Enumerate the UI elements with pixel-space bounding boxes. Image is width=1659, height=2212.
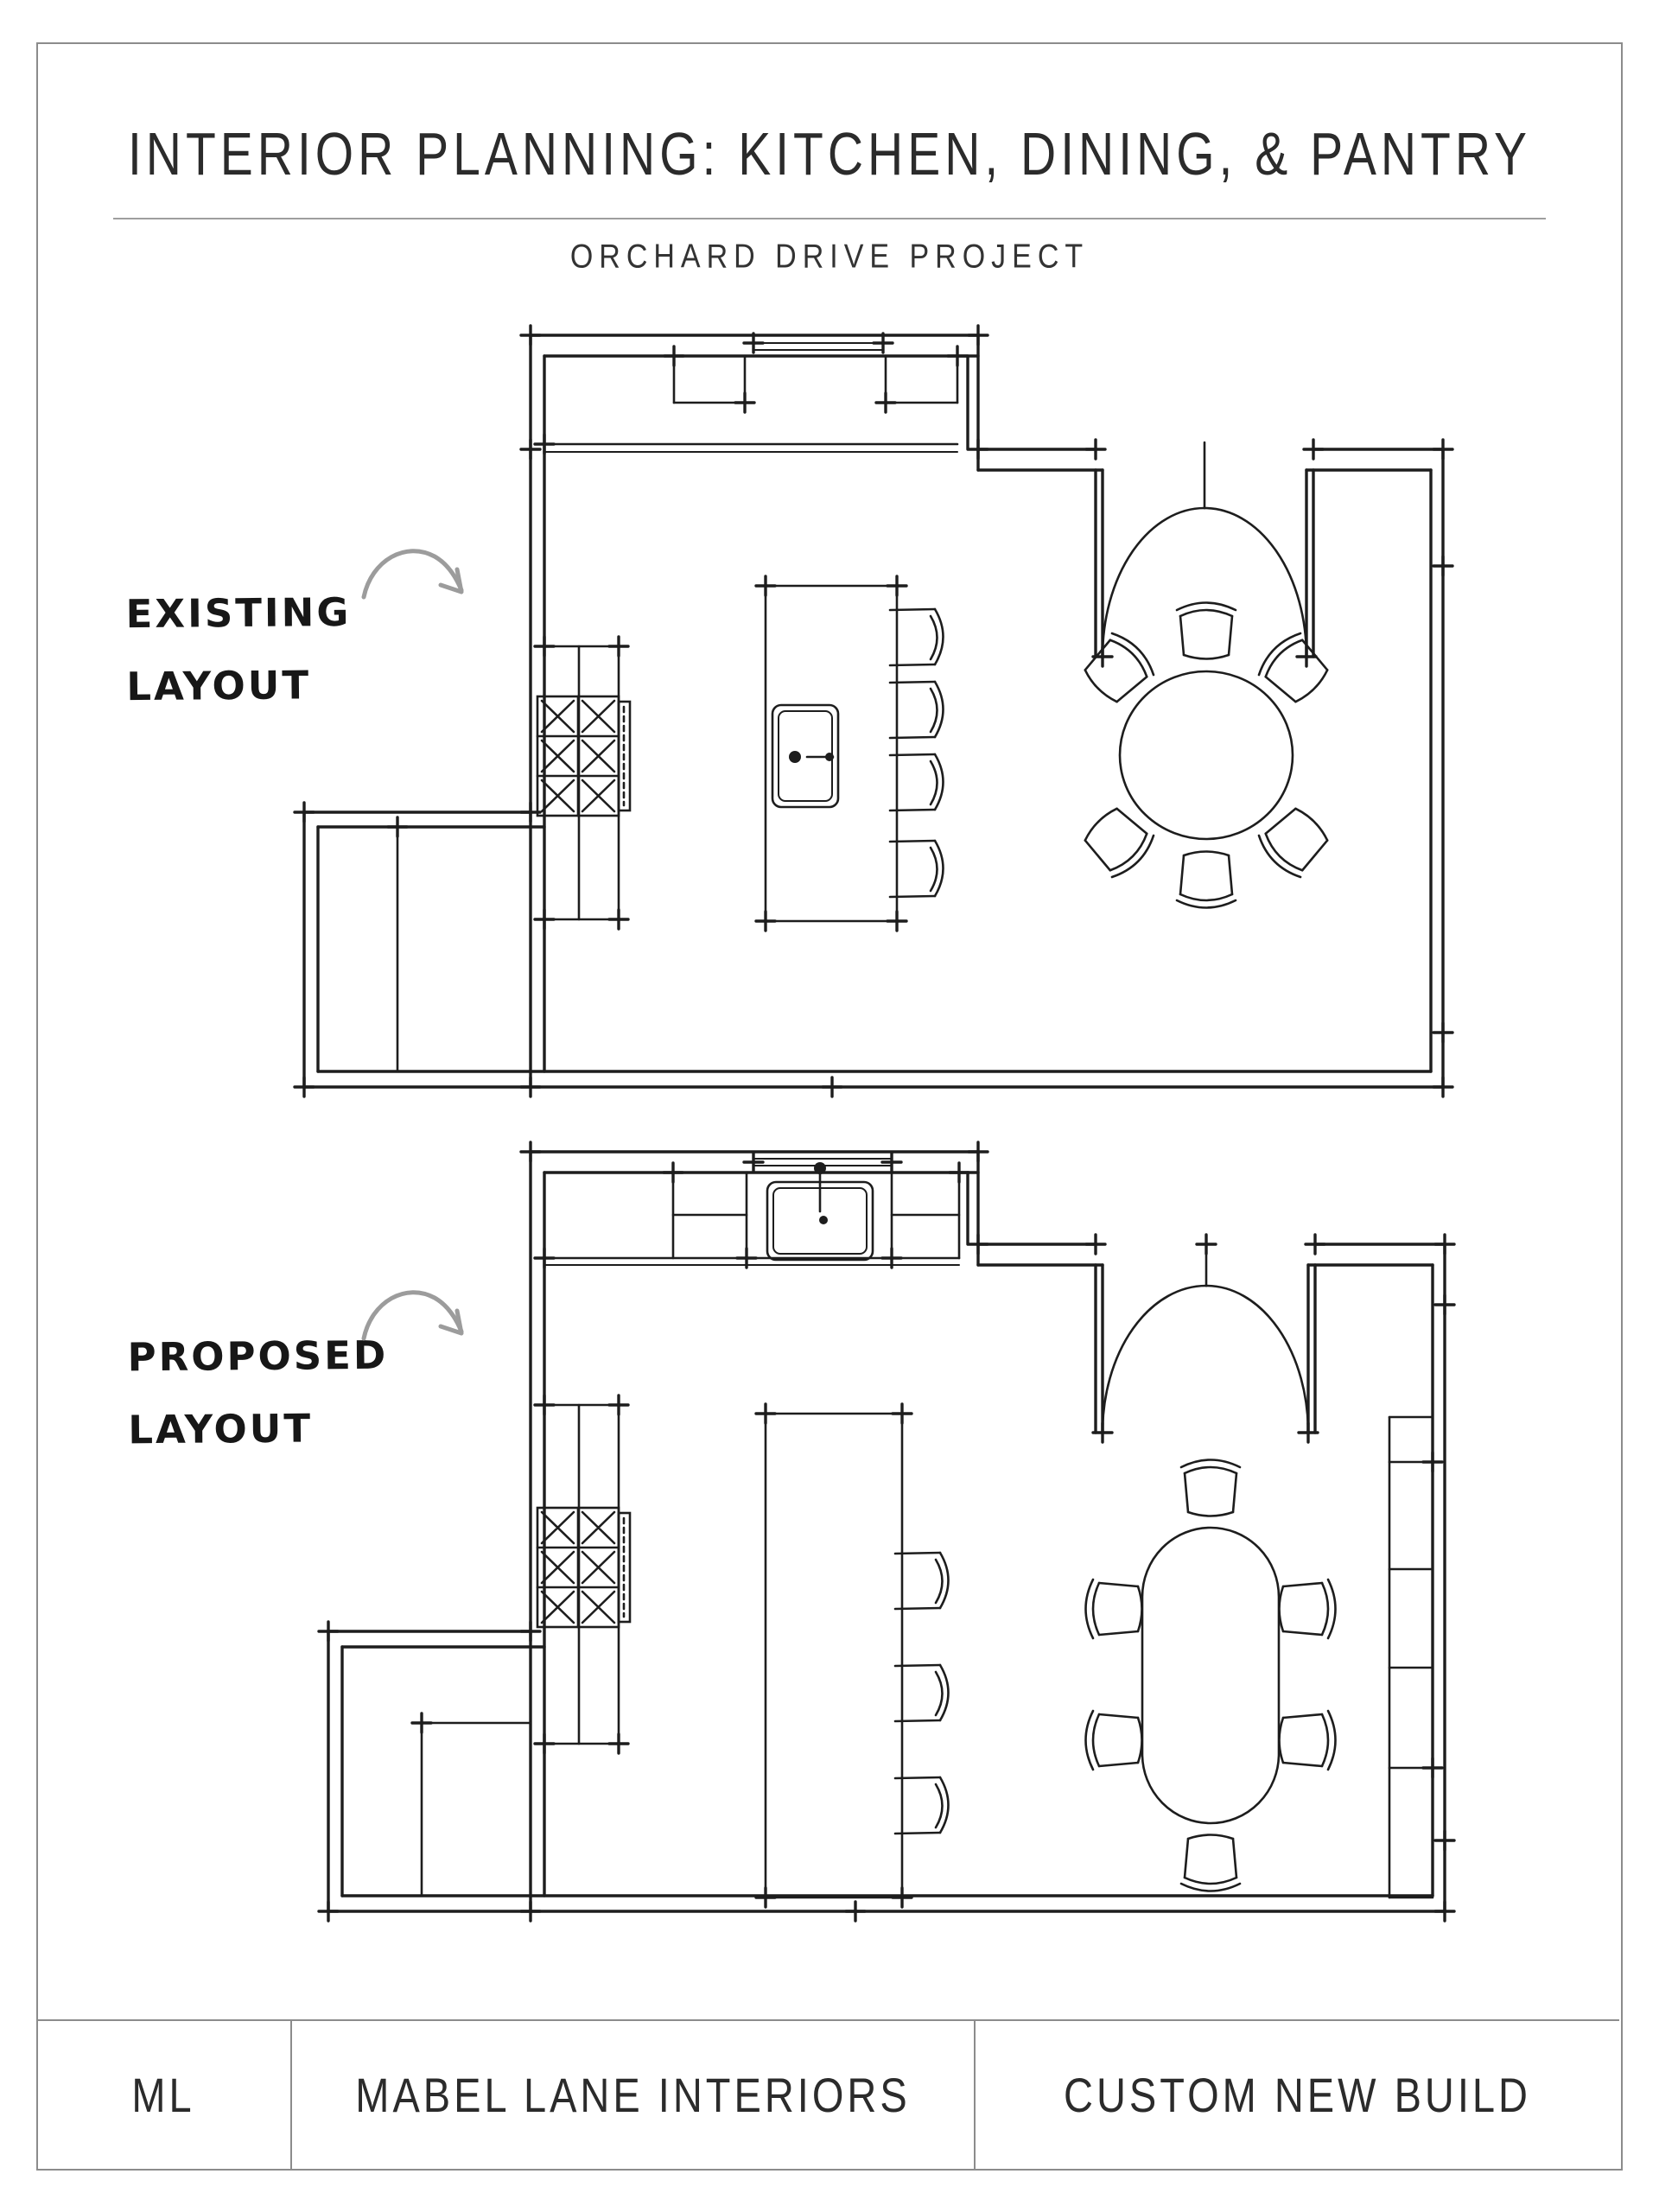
project-type: CUSTOM NEW BUILD: [1064, 2068, 1531, 2122]
corner-ticks: [317, 1141, 1456, 1923]
chair-icon: [1175, 601, 1237, 660]
walls: [327, 1150, 1446, 1913]
chair-icon: [1179, 1459, 1242, 1517]
window-icon: [753, 342, 884, 351]
chair-icon: [1278, 1709, 1337, 1771]
project-subtitle: ORCHARD DRIVE PROJECT: [569, 238, 1090, 276]
chair-icon: [1076, 626, 1160, 711]
title-divider: [113, 218, 1546, 219]
firm-name: MABEL LANE INTERIORS: [355, 2068, 911, 2122]
stove-icon: [536, 695, 632, 817]
chair-icon: [1076, 799, 1160, 884]
pantry: [327, 1630, 546, 1913]
left-counter-run: [543, 1403, 620, 1745]
sink-icon: [766, 1162, 874, 1262]
chair-icon: [1084, 1709, 1143, 1771]
tall-cabinets: [1388, 1415, 1434, 1899]
chair-icon: [1252, 799, 1337, 884]
chair-icon: [1084, 1578, 1143, 1640]
chair-icon: [1175, 850, 1237, 909]
chair-icon: [1179, 1834, 1242, 1892]
left-counter-run: [543, 645, 620, 921]
title-block-project-cell: CUSTOM NEW BUILD: [976, 2021, 1619, 2169]
stove-icon: [536, 1506, 632, 1629]
title-block-firm-cell: MABEL LANE INTERIORS: [292, 2021, 976, 2169]
title-block-initials-cell: ML: [36, 2021, 292, 2169]
chair-icon: [1278, 1578, 1337, 1640]
top-counter-with-sink: [543, 1162, 961, 1266]
firm-initials: ML: [131, 2068, 195, 2122]
top-counter: [543, 354, 959, 453]
curved-arrow-icon: [361, 549, 464, 600]
walls: [302, 334, 1445, 1089]
kitchen-island: [764, 1412, 950, 1899]
door-swing-icon: [1094, 441, 1315, 658]
oval-dining-table: [1084, 1459, 1337, 1892]
proposed-plan: [317, 1141, 1456, 1923]
round-dining-table: [1076, 601, 1337, 909]
sink-icon: [771, 703, 840, 809]
door-swing-icon: [1094, 1239, 1317, 1434]
pantry: [302, 810, 546, 1089]
page-title: INTERIOR PLANNING: KITCHEN, DINING, & PA…: [127, 120, 1532, 189]
page-border: [36, 42, 1623, 2171]
kitchen-island: [764, 584, 944, 923]
chair-icon: [1252, 626, 1337, 711]
title-block: ML MABEL LANE INTERIORS CUSTOM NEW BUILD: [36, 2019, 1619, 2169]
existing-plan: [293, 324, 1454, 1098]
curved-arrow-icon: [361, 1290, 464, 1341]
